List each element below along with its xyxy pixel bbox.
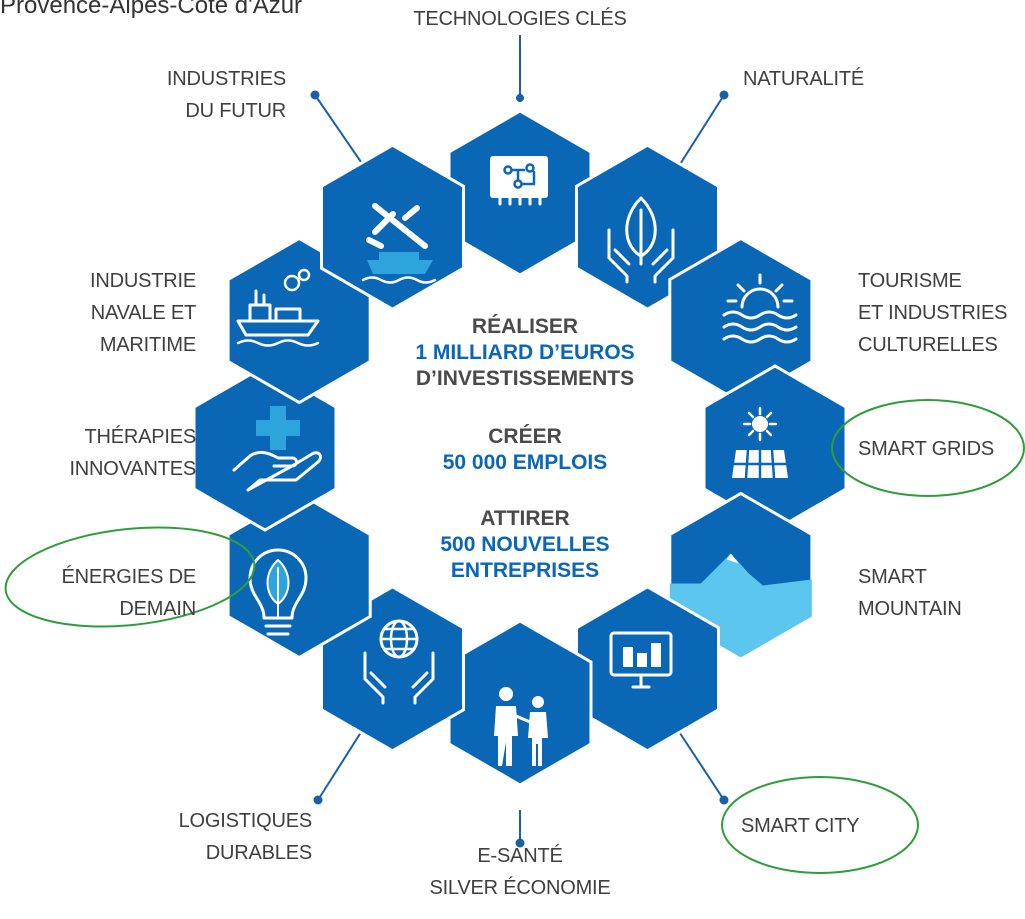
leaf-in-hands-icon xyxy=(607,196,675,284)
highlight-rings xyxy=(4,399,1025,874)
plane-ship-icon xyxy=(361,203,437,284)
label-industrie-navale: INDUSTRIE NAVALE ET MARITIME xyxy=(90,270,196,356)
solar-panel-icon xyxy=(732,406,788,480)
globe-in-hands-icon xyxy=(363,619,435,705)
label-energies: ÉNERGIES DE DEMAIN xyxy=(61,566,197,620)
circuit-board-icon xyxy=(490,156,548,206)
highlight-smart-grids xyxy=(831,399,1025,497)
hexagon-smart-city xyxy=(575,585,720,753)
highlight-energies xyxy=(4,526,256,628)
mountain-snowcap xyxy=(726,553,739,564)
medical-cross-hand-icon xyxy=(232,406,322,492)
factory-ship-icon xyxy=(236,268,320,347)
sunset-over-sea-icon xyxy=(722,273,798,344)
connector-lines xyxy=(310,35,729,848)
label-logistiques: LOGISTIQUES DURABLES xyxy=(178,810,313,864)
label-e-sante: E-SANTÉ SILVER ÉCONOMIE xyxy=(429,845,611,899)
label-smart-city: SMART CITY xyxy=(741,815,860,837)
label-naturalite: NATURALITÉ xyxy=(743,68,864,90)
hexagon-e-sante xyxy=(447,619,593,787)
label-therapies: THÉRAPIES INNOVANTES xyxy=(69,426,196,480)
objective-investments: RÉALISER 1 MILLIARD D’EUROS D’INVESTISSE… xyxy=(415,315,635,390)
label-smart-grids: SMART GRIDS xyxy=(858,438,994,460)
page-header-fragment: Provence-Alpes-Côte d'Azur xyxy=(0,0,303,19)
icon-layer xyxy=(232,156,798,766)
label-tourisme: TOURISME ET INDUSTRIES CULTURELLES xyxy=(858,270,1008,356)
label-smart-mountain: SMART MOUNTAIN xyxy=(858,566,962,620)
monitor-city-icon xyxy=(609,631,673,689)
objective-jobs: CRÉER 50 000 EMPLOIS xyxy=(442,425,608,474)
eco-bulb-icon xyxy=(248,548,308,636)
caregiver-icon xyxy=(494,687,548,766)
hexagon-therapies xyxy=(192,364,338,532)
highlight-smart-city xyxy=(721,776,919,874)
objective-companies: ATTIRER 500 NOUVELLES ENTREPRISES xyxy=(440,507,610,582)
hexagon-naturalite xyxy=(575,143,720,311)
label-technologies-cles: TECHNOLOGIES CLÉS xyxy=(413,8,627,30)
label-industries-futur: INDUSTRIES DU FUTUR xyxy=(166,68,286,122)
